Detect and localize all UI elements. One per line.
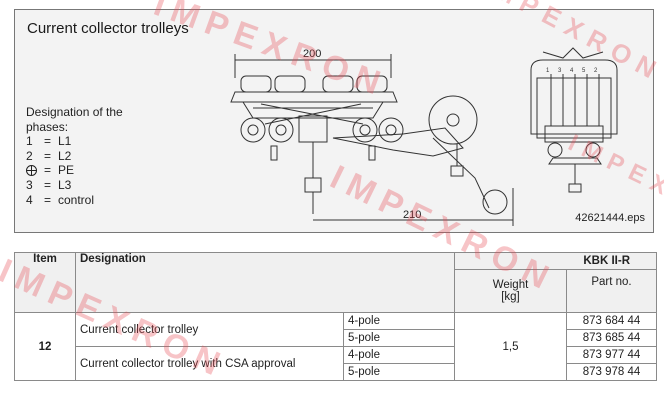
equals-sign: = [44, 148, 52, 163]
equals-sign: = [44, 163, 52, 178]
table-subheader-row: Weight [kg] Part no. [15, 269, 657, 313]
trolley-technical-drawing: 1 3 4 5 2 [230, 47, 618, 226]
figure-file-reference: 42621444.eps [575, 212, 645, 224]
pole-cell: 4-pole [343, 346, 455, 364]
equals-sign: = [44, 192, 52, 207]
svg-text:3: 3 [558, 68, 562, 74]
dimension-label-reach: 210 [403, 209, 422, 221]
legend-row-phase-3: 3 = L3 [26, 178, 123, 193]
header-designation: Designation [75, 252, 455, 313]
header-weight-label: Weight [492, 279, 529, 292]
table-row: 12 Current collector trolley 4-pole 1,5 … [14, 312, 657, 381]
phase-legend: Designation of the phases: 1 = L1 2 = L2 = PE… [26, 105, 123, 207]
phase-value: PE [58, 163, 75, 178]
table-header-row: Item Designation KBK II-R [14, 251, 657, 313]
phase-value: L2 [58, 148, 72, 163]
table-row: 5-pole 873 685 44 [15, 329, 657, 347]
legend-row-phase-4: 4 = control [26, 193, 123, 208]
legend-row-phase-1: 1 = L1 [26, 134, 123, 149]
svg-text:5: 5 [582, 68, 586, 74]
phase-key: 4 [26, 192, 33, 207]
part-no-cell: 873 684 44 [566, 312, 657, 330]
designation-cell: Current collector trolley [75, 312, 344, 347]
legend-row-phase-pe: = PE [26, 163, 123, 178]
phase-key: 3 [26, 177, 33, 192]
weight-cell: 1,5 [454, 312, 567, 381]
item-number: 12 [14, 312, 76, 381]
dimension-label-width: 200 [303, 48, 322, 60]
svg-text:1: 1 [546, 68, 550, 74]
svg-text:2: 2 [594, 68, 598, 74]
phase-value: control [58, 192, 95, 207]
header-weight-unit: [kg] [501, 291, 520, 304]
phase-value: L3 [58, 177, 72, 192]
equals-sign: = [44, 134, 52, 149]
legend-heading-line2: phases: [26, 119, 69, 134]
product-table: Item Designation KBK II-R Weight [kg] Pa… [14, 251, 657, 381]
designation-cell: Current collector trolley with CSA appro… [75, 346, 344, 381]
part-no-cell: 873 685 44 [566, 329, 657, 347]
header-item: Item [14, 252, 76, 313]
table-row: Current collector trolley with CSA appro… [15, 346, 657, 381]
table-row: 5-pole 873 978 44 [15, 363, 657, 381]
protective-earth-icon [26, 165, 37, 177]
figure-title: Current collector trolleys [27, 20, 189, 37]
pole-cell: 5-pole [343, 329, 455, 347]
figure-panel: Current collector trolleys Designation o… [14, 9, 654, 233]
legend-heading-line1: Designation of the [26, 105, 123, 119]
phase-key: 1 [26, 134, 33, 149]
svg-text:4: 4 [570, 68, 574, 74]
equals-sign: = [44, 177, 52, 192]
phase-key: 2 [26, 148, 33, 163]
pole-cell: 5-pole [343, 363, 455, 381]
legend-row-phase-2: 2 = L2 [26, 149, 123, 164]
header-group: KBK II-R [454, 251, 657, 271]
pole-cell: 4-pole [343, 312, 455, 330]
phase-value: L1 [58, 134, 72, 149]
part-no-cell: 873 978 44 [566, 363, 657, 381]
header-part-no: Part no. [566, 269, 657, 313]
header-weight: Weight [kg] [454, 269, 567, 313]
part-no-cell: 873 977 44 [566, 346, 657, 364]
